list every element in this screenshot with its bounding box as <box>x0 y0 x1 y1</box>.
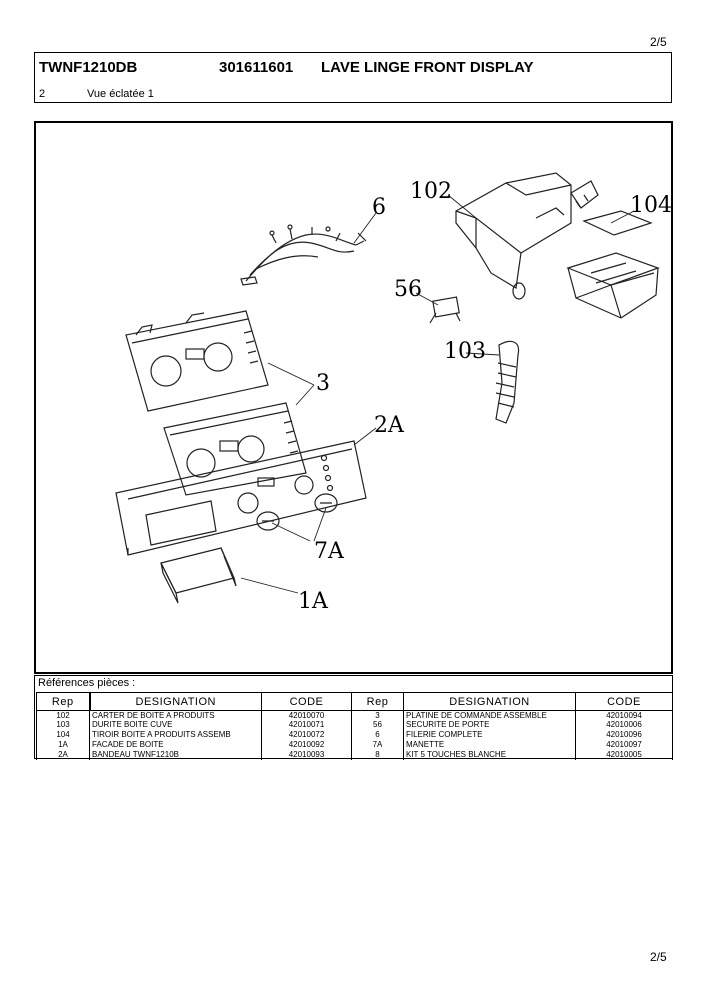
section-title: Vue éclatée 1 <box>87 88 154 100</box>
code: 42010071 <box>261 720 352 730</box>
exploded-view-drawing <box>115 172 660 604</box>
header-designation: DESIGNATION <box>88 692 262 711</box>
code: 42010093 <box>261 750 352 760</box>
diagram-label-1a: 1A <box>298 589 328 614</box>
rep: 7A <box>351 740 404 750</box>
dispenser-housing-drawing <box>455 172 572 300</box>
designation: SECURITE DE PORTE <box>403 720 576 730</box>
drawer-front-drawing <box>160 547 237 604</box>
rep: 3 <box>351 710 404 720</box>
code: 42010005 <box>575 750 673 760</box>
table-row: 1A FACADE DE BOITE 42010092 7A MANETTE 4… <box>36 740 673 750</box>
exploded-view-diagram: 6 102 104 56 103 3 2A 7A 1A <box>34 121 673 674</box>
diagram-label-103: 103 <box>444 339 486 364</box>
leader-lines <box>240 194 635 594</box>
code: 42010072 <box>261 730 352 740</box>
table-header-row: Rep DESIGNATION CODE Rep DESIGNATION COD… <box>36 692 673 711</box>
designation: FACADE DE BOITE <box>89 740 262 750</box>
wiring-harness-drawing <box>240 224 367 286</box>
designation: PLATINE DE COMMANDE ASSEMBLE <box>403 710 576 720</box>
code: 42010092 <box>261 740 352 750</box>
control-panel-fascia-drawing <box>115 440 367 556</box>
part-number: 301611601 <box>219 59 294 76</box>
diagram-label-7a: 7A <box>314 539 344 564</box>
designation: TIROIR BOITE A PRODUITS ASSEMB <box>89 730 262 740</box>
rep: 103 <box>36 720 90 730</box>
diagram-label-3: 3 <box>316 371 330 396</box>
designation: CARTER DE BOITE A PRODUITS <box>89 710 262 720</box>
code: 42010006 <box>575 720 673 730</box>
clip-part-drawing <box>570 180 599 209</box>
rep: 8 <box>351 750 404 760</box>
header-rep-2: Rep <box>351 692 404 711</box>
table-row: 103 DURITE BOITE CUVE 42010071 56 SECURI… <box>36 720 673 730</box>
parts-references-box: Références pièces : Rep DESIGNATION CODE… <box>34 675 673 760</box>
rep: 56 <box>351 720 404 730</box>
product-name: LAVE LINGE FRONT DISPLAY <box>321 59 534 76</box>
control-board-upper-drawing <box>125 310 269 412</box>
page-number-top: 2/5 <box>650 35 667 49</box>
header-rep: Rep <box>36 692 90 711</box>
table-row: 2A BANDEAU TWNF1210B 42010093 8 KIT 5 TO… <box>36 750 673 760</box>
rep: 102 <box>36 710 90 720</box>
door-lock-drawing <box>429 296 461 324</box>
rep: 2A <box>36 750 90 760</box>
code: 42010096 <box>575 730 673 740</box>
designation: KIT 5 TOUCHES BLANCHE <box>403 750 576 760</box>
table-row: 104 TIROIR BOITE A PRODUITS ASSEMB 42010… <box>36 730 673 740</box>
diagram-label-2a: 2A <box>374 413 404 438</box>
hose-drawing <box>495 340 520 424</box>
model-name: TWNF1210DB <box>39 59 138 76</box>
references-title: Références pièces : <box>38 677 136 689</box>
table-row: 102 CARTER DE BOITE A PRODUITS 42010070 … <box>36 710 673 720</box>
knobs-drawing <box>256 493 338 531</box>
parts-table: Rep DESIGNATION CODE Rep DESIGNATION COD… <box>36 692 673 760</box>
rep: 1A <box>36 740 90 750</box>
header-box: TWNF1210DB 301611601 LAVE LINGE FRONT DI… <box>34 52 672 103</box>
section-number: 2 <box>39 88 46 100</box>
code: 42010094 <box>575 710 673 720</box>
rep: 6 <box>351 730 404 740</box>
diagram-label-56: 56 <box>394 277 422 302</box>
diagram-label-6: 6 <box>372 195 386 220</box>
designation: FILERIE COMPLETE <box>403 730 576 740</box>
designation: MANETTE <box>403 740 576 750</box>
designation: BANDEAU TWNF1210B <box>89 750 262 760</box>
designation: DURITE BOITE CUVE <box>89 720 262 730</box>
dispenser-drawer-drawing <box>566 210 660 319</box>
header-code-2: CODE <box>575 692 673 711</box>
page-number-bottom: 2/5 <box>650 950 667 964</box>
header-code: CODE <box>261 692 352 711</box>
diagram-label-104: 104 <box>630 193 672 218</box>
header-designation-2: DESIGNATION <box>403 692 576 711</box>
code: 42010070 <box>261 710 352 720</box>
diagram-label-102: 102 <box>410 179 452 204</box>
code: 42010097 <box>575 740 673 750</box>
control-board-lower-drawing <box>163 402 307 496</box>
rep: 104 <box>36 730 90 740</box>
